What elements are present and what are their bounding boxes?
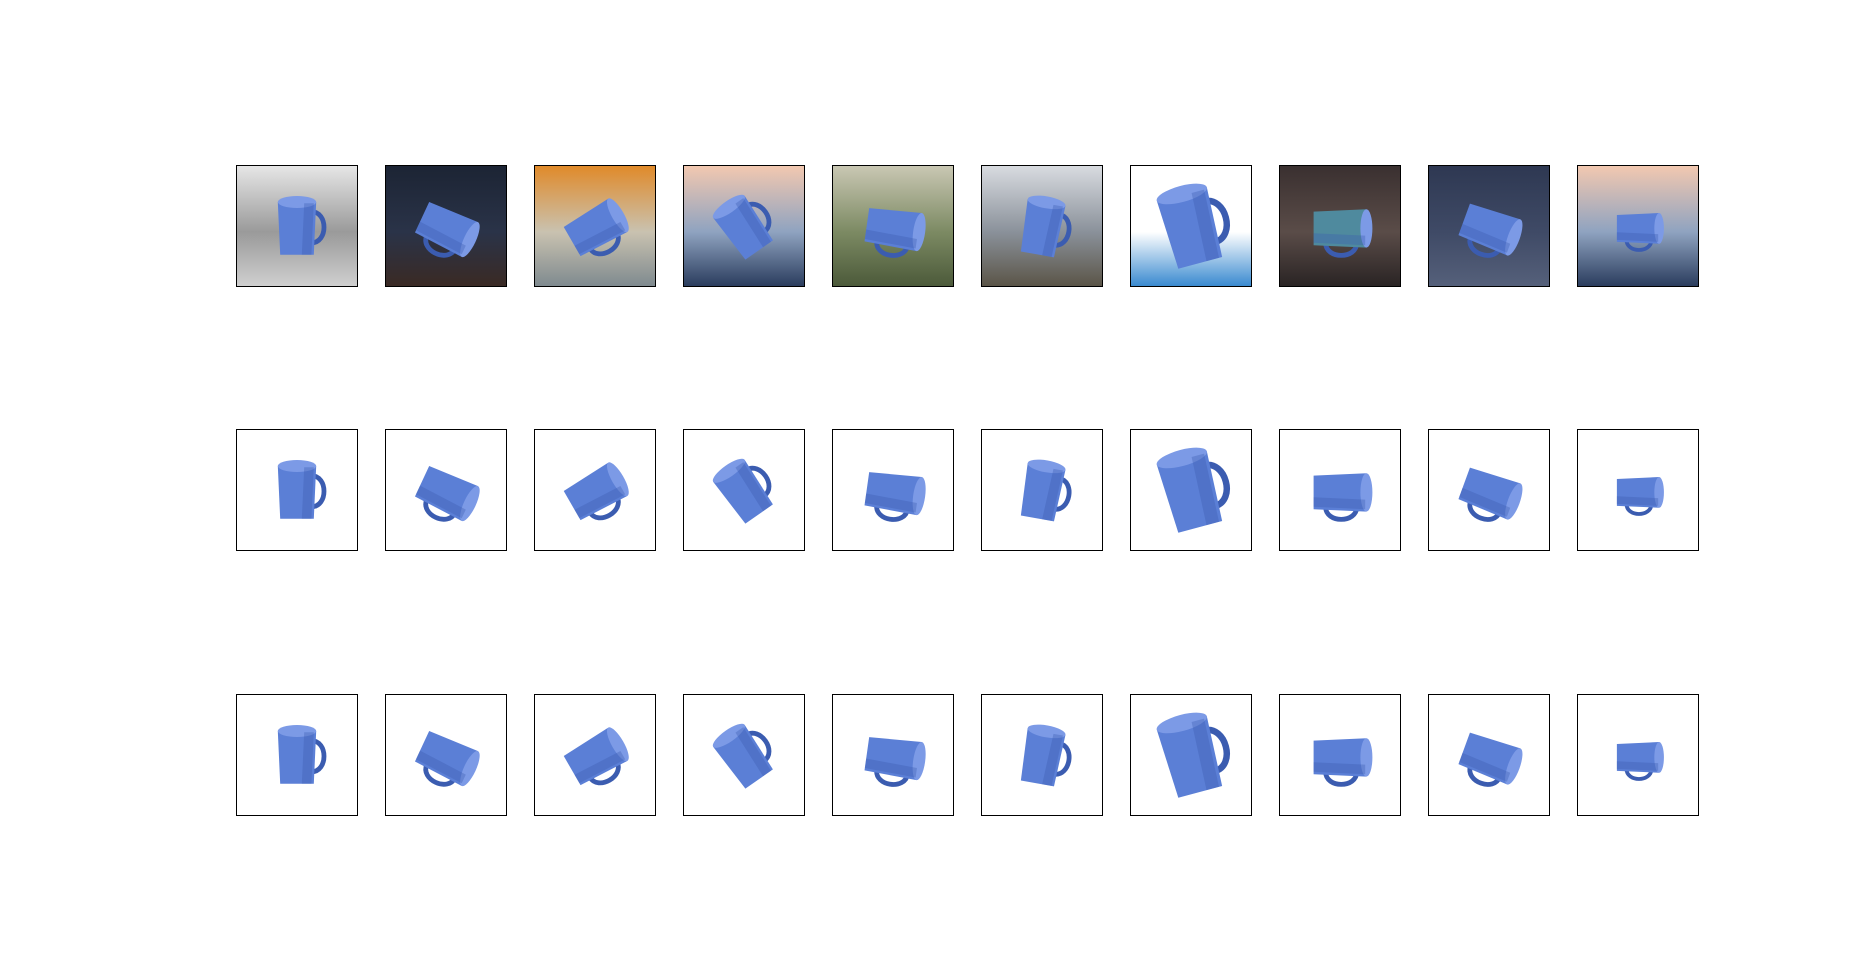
image-tile-r1-c9 <box>1428 165 1550 287</box>
tile-graphic <box>386 166 506 286</box>
tile-graphic <box>1280 430 1400 550</box>
tile-graphic <box>833 430 953 550</box>
pitcher-shape <box>414 466 480 522</box>
tile-graphic <box>1429 695 1549 815</box>
tile-graphic <box>982 430 1102 550</box>
image-tile-r2-c1 <box>236 429 358 551</box>
image-tile-r2-c6 <box>981 429 1103 551</box>
pitcher-shape <box>1616 477 1664 516</box>
pitcher-shape <box>277 196 327 255</box>
pitcher-shape <box>1313 738 1373 787</box>
pitcher-shape <box>1020 195 1072 258</box>
image-tile-r3-c4 <box>683 694 805 816</box>
image-tile-r1-c4 <box>683 165 805 287</box>
pitcher-shape <box>1313 209 1373 258</box>
pitcher-shape <box>1616 742 1664 781</box>
tile-graphic <box>1578 695 1698 815</box>
pitcher-shape <box>277 460 327 519</box>
tile-graphic <box>684 695 804 815</box>
tile-graphic <box>1578 166 1698 286</box>
pitcher-shape <box>864 472 926 522</box>
image-tile-r2-c9 <box>1428 429 1550 551</box>
image-tile-r3-c8 <box>1279 694 1401 816</box>
pitcher-shape <box>414 731 480 787</box>
pitcher-shape <box>712 194 773 260</box>
pitcher-shape <box>1458 732 1523 787</box>
tile-graphic <box>1131 430 1251 550</box>
tile-graphic <box>1131 695 1251 815</box>
tile-graphic <box>1429 166 1549 286</box>
pitcher-shape <box>563 198 629 257</box>
image-tile-r3-c10 <box>1577 694 1699 816</box>
image-tile-r3-c9 <box>1428 694 1550 816</box>
image-tile-r3-c7 <box>1130 694 1252 816</box>
pitcher-shape <box>563 462 629 521</box>
tile-graphic <box>833 166 953 286</box>
pitcher-shape <box>864 737 926 787</box>
tile-graphic <box>1280 695 1400 815</box>
image-tile-r2-c2 <box>385 429 507 551</box>
pitcher-shape <box>1458 467 1523 522</box>
tile-graphic <box>386 430 506 550</box>
tile-graphic <box>535 430 655 550</box>
image-tile-r2-c8 <box>1279 429 1401 551</box>
pitcher-shape <box>1156 447 1230 533</box>
image-tile-r1-c10 <box>1577 165 1699 287</box>
image-tile-r2-c10 <box>1577 429 1699 551</box>
image-tile-r1-c7 <box>1130 165 1252 287</box>
pitcher-shape <box>1156 183 1230 269</box>
pitcher-shape <box>864 208 926 258</box>
tile-graphic <box>684 166 804 286</box>
image-tile-r1-c2 <box>385 165 507 287</box>
image-tile-r2-c4 <box>683 429 805 551</box>
pitcher-shape <box>1020 459 1072 522</box>
tile-graphic <box>982 695 1102 815</box>
pitcher-shape <box>1156 712 1230 798</box>
pitcher-shape <box>712 723 773 789</box>
tile-graphic <box>1131 166 1251 286</box>
tile-graphic <box>237 430 357 550</box>
tile-graphic <box>237 166 357 286</box>
image-tile-r1-c8 <box>1279 165 1401 287</box>
tile-graphic <box>1578 430 1698 550</box>
image-tile-r2-c3 <box>534 429 656 551</box>
tile-graphic <box>982 166 1102 286</box>
image-tile-r3-c1 <box>236 694 358 816</box>
tile-graphic <box>684 430 804 550</box>
image-tile-r2-c5 <box>832 429 954 551</box>
pitcher-shape <box>1313 473 1373 522</box>
pitcher-shape <box>712 458 773 524</box>
image-tile-r2-c7 <box>1130 429 1252 551</box>
pitcher-shape <box>1020 724 1072 787</box>
image-tile-r1-c5 <box>832 165 954 287</box>
tile-graphic <box>386 695 506 815</box>
tile-graphic <box>237 695 357 815</box>
tile-graphic <box>1280 166 1400 286</box>
pitcher-shape <box>414 202 480 258</box>
image-tile-r3-c6 <box>981 694 1103 816</box>
image-tile-r1-c6 <box>981 165 1103 287</box>
image-tile-r3-c2 <box>385 694 507 816</box>
pitcher-shape <box>1458 203 1523 258</box>
tile-graphic <box>833 695 953 815</box>
image-tile-r1-c3 <box>534 165 656 287</box>
tile-graphic <box>1429 430 1549 550</box>
image-tile-r3-c3 <box>534 694 656 816</box>
pitcher-shape <box>563 727 629 786</box>
pitcher-shape <box>277 725 327 784</box>
tile-graphic <box>535 166 655 286</box>
image-tile-r3-c5 <box>832 694 954 816</box>
pitcher-shape <box>1616 213 1664 252</box>
tile-graphic <box>535 695 655 815</box>
image-tile-r1-c1 <box>236 165 358 287</box>
